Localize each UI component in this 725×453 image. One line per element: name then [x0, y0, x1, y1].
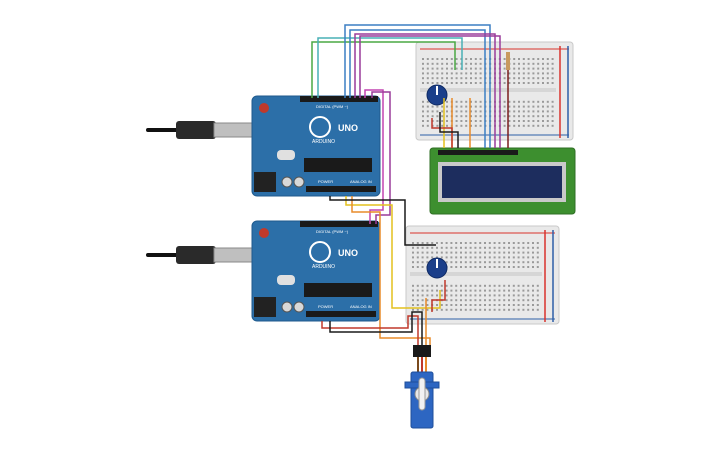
- wire-red-bottom: [321, 315, 419, 345]
- digital-header: [300, 96, 378, 102]
- wire-purple: [354, 33, 496, 148]
- reset-button: [259, 228, 269, 238]
- arduino-board-top: UNO ARDUINO DIGITAL (PWM ~) POWER ANALOG…: [251, 95, 381, 197]
- analog-label: ANALOG IN: [350, 304, 372, 309]
- digital-label: DIGITAL (PWM ~): [316, 229, 349, 234]
- arduino-logo-icon: [309, 241, 331, 263]
- wire-teal: [317, 37, 463, 98]
- wire-purple-2: [359, 35, 501, 148]
- power-label: POWER: [318, 304, 333, 309]
- power-jack: [254, 297, 276, 317]
- servo-motor: [404, 345, 440, 429]
- arduino-logo-icon: [309, 116, 331, 138]
- usb-cable-top: [146, 121, 255, 139]
- wire-magenta-2: [371, 91, 391, 224]
- wires: [311, 24, 509, 345]
- resistor-icon: [506, 52, 510, 70]
- atmega-chip: [304, 158, 372, 172]
- analog-header: [306, 311, 376, 317]
- wire-black-bottom: [329, 311, 423, 345]
- power-jack: [254, 172, 276, 192]
- wire-red-short: [431, 118, 453, 148]
- power-label: POWER: [318, 179, 333, 184]
- wire-red-pot: [431, 280, 446, 312]
- wire-yellow-long: [345, 196, 441, 309]
- digital-label: DIGITAL (PWM ~): [316, 104, 349, 109]
- board-brand: ARDUINO: [312, 264, 335, 270]
- board-model: UNO: [338, 248, 358, 258]
- wire-black-short: [439, 112, 459, 148]
- analog-label: ANALOG IN: [350, 179, 372, 184]
- reset-button: [259, 103, 269, 113]
- usb-cable-bottom: [146, 246, 255, 264]
- analog-header: [306, 186, 376, 192]
- atmega-chip: [304, 283, 372, 297]
- lcd-display: [429, 147, 576, 215]
- wire-green: [311, 41, 456, 98]
- servo-connector: [413, 345, 431, 357]
- wire-blue: [344, 24, 491, 148]
- digital-header: [300, 221, 378, 227]
- wire-orange-long: [351, 196, 431, 345]
- board-brand: ARDUINO: [312, 139, 335, 145]
- breadboard-bottom: [405, 225, 560, 325]
- lcd-header-pins: [438, 150, 518, 155]
- wire-black-long: [329, 196, 436, 246]
- board-model: UNO: [338, 123, 358, 133]
- wire-blue-2: [349, 29, 486, 148]
- arduino-board-bottom: UNO ARDUINO DIGITAL (PWM ~) POWER ANALOG…: [251, 220, 381, 322]
